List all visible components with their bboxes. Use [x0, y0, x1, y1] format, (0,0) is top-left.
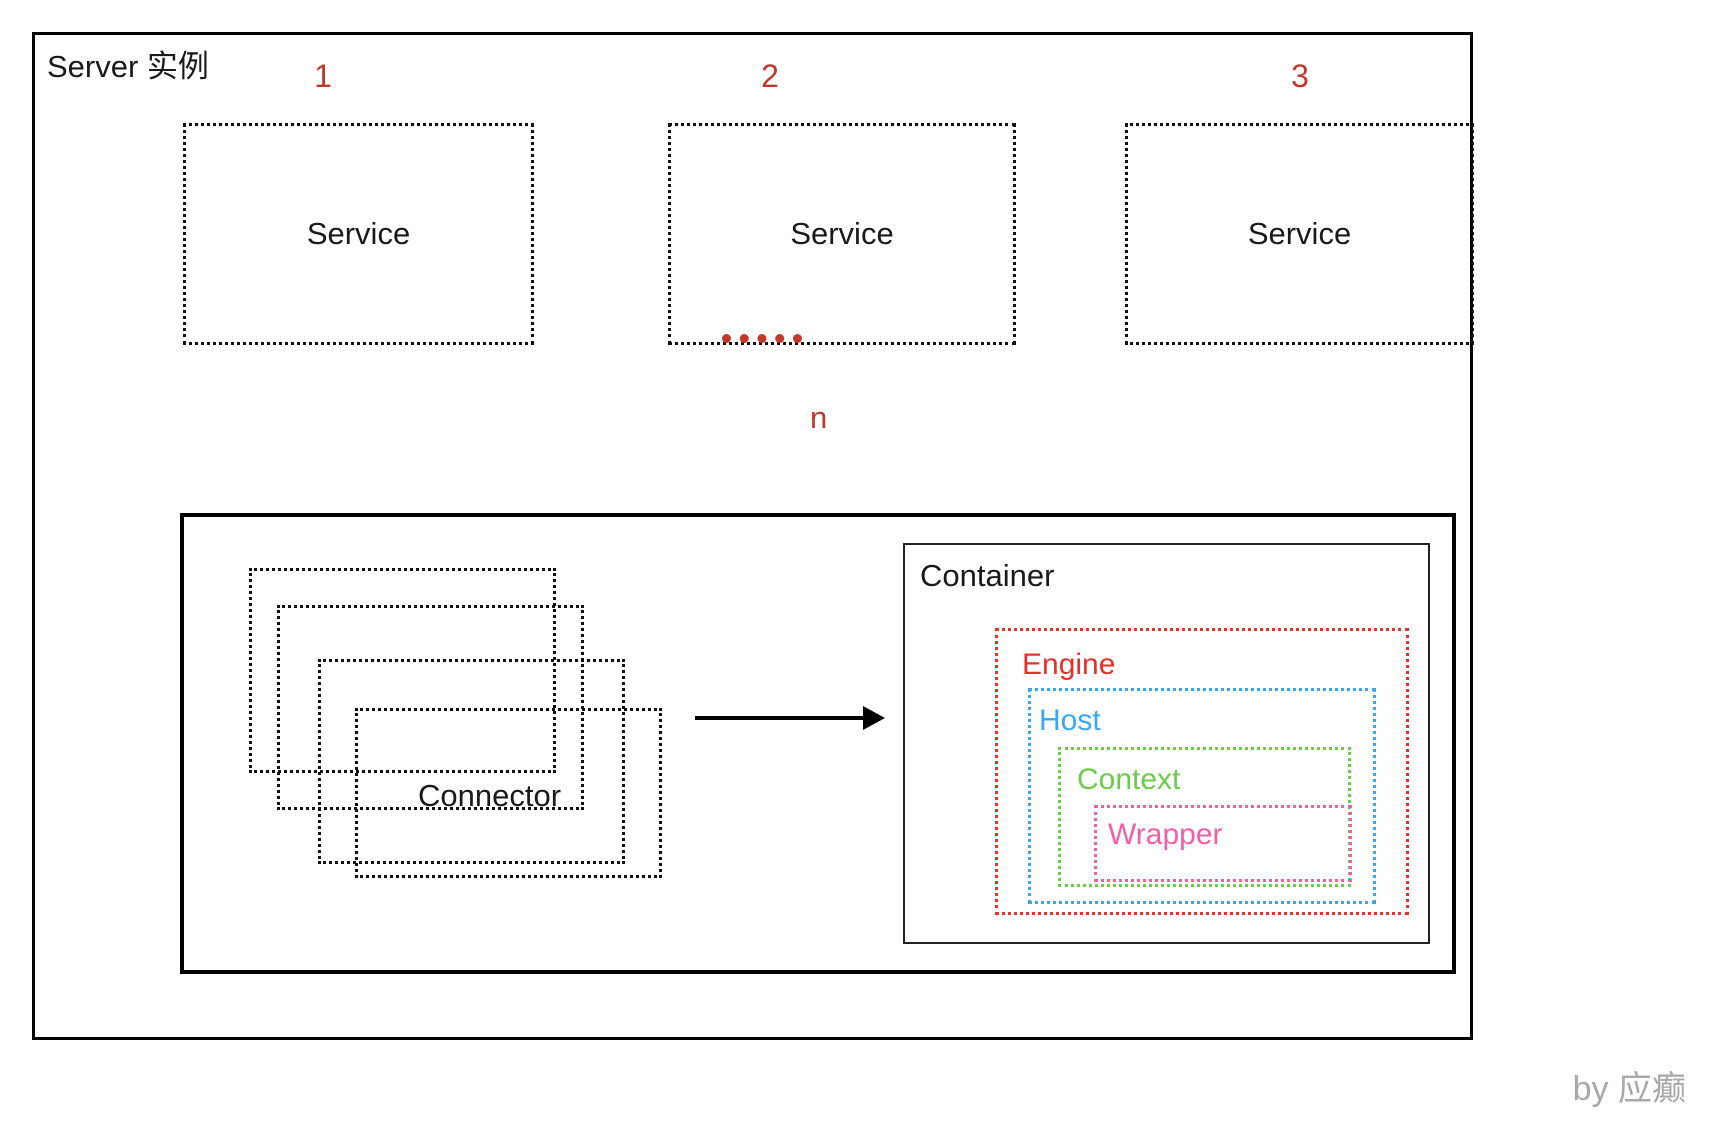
container-box[interactable]: [903, 543, 1430, 944]
wrapper-box[interactable]: [1094, 805, 1352, 882]
connector-label: Connector: [418, 778, 562, 813]
connector-box-3[interactable]: [318, 659, 625, 864]
services-ellipsis: [722, 334, 802, 343]
container-title: Container: [920, 558, 1055, 593]
wrapper-label: Wrapper: [1108, 818, 1223, 851]
connector-box-2[interactable]: [277, 605, 584, 810]
engine-label: Engine: [1022, 648, 1116, 681]
server-instance-title: Server 实例: [47, 49, 209, 84]
service-box-2[interactable]: Service: [668, 123, 1016, 345]
services-count-n: n: [810, 400, 828, 435]
server-instance-frame: [32, 32, 1473, 1040]
service-box-3-label: Service: [1247, 216, 1352, 251]
service-index-3: 3: [1291, 58, 1309, 94]
service-box-2-label: Service: [790, 216, 894, 251]
service-index-2: 2: [761, 58, 779, 94]
host-label: Host: [1039, 704, 1101, 737]
author-watermark: by 应癫: [1572, 1070, 1686, 1108]
service-internal-frame: [180, 513, 1456, 974]
connector-box-4[interactable]: [355, 708, 662, 878]
engine-box[interactable]: [995, 628, 1409, 915]
host-box[interactable]: [1028, 688, 1376, 904]
context-label: Context: [1077, 763, 1181, 796]
connector-box-1[interactable]: [249, 568, 556, 773]
flow-arrow: [695, 700, 885, 736]
service-box-1-label: Service: [306, 216, 411, 251]
service-index-1: 1: [314, 58, 332, 94]
service-box-1[interactable]: Service: [183, 123, 534, 345]
service-box-3[interactable]: Service: [1125, 123, 1474, 345]
